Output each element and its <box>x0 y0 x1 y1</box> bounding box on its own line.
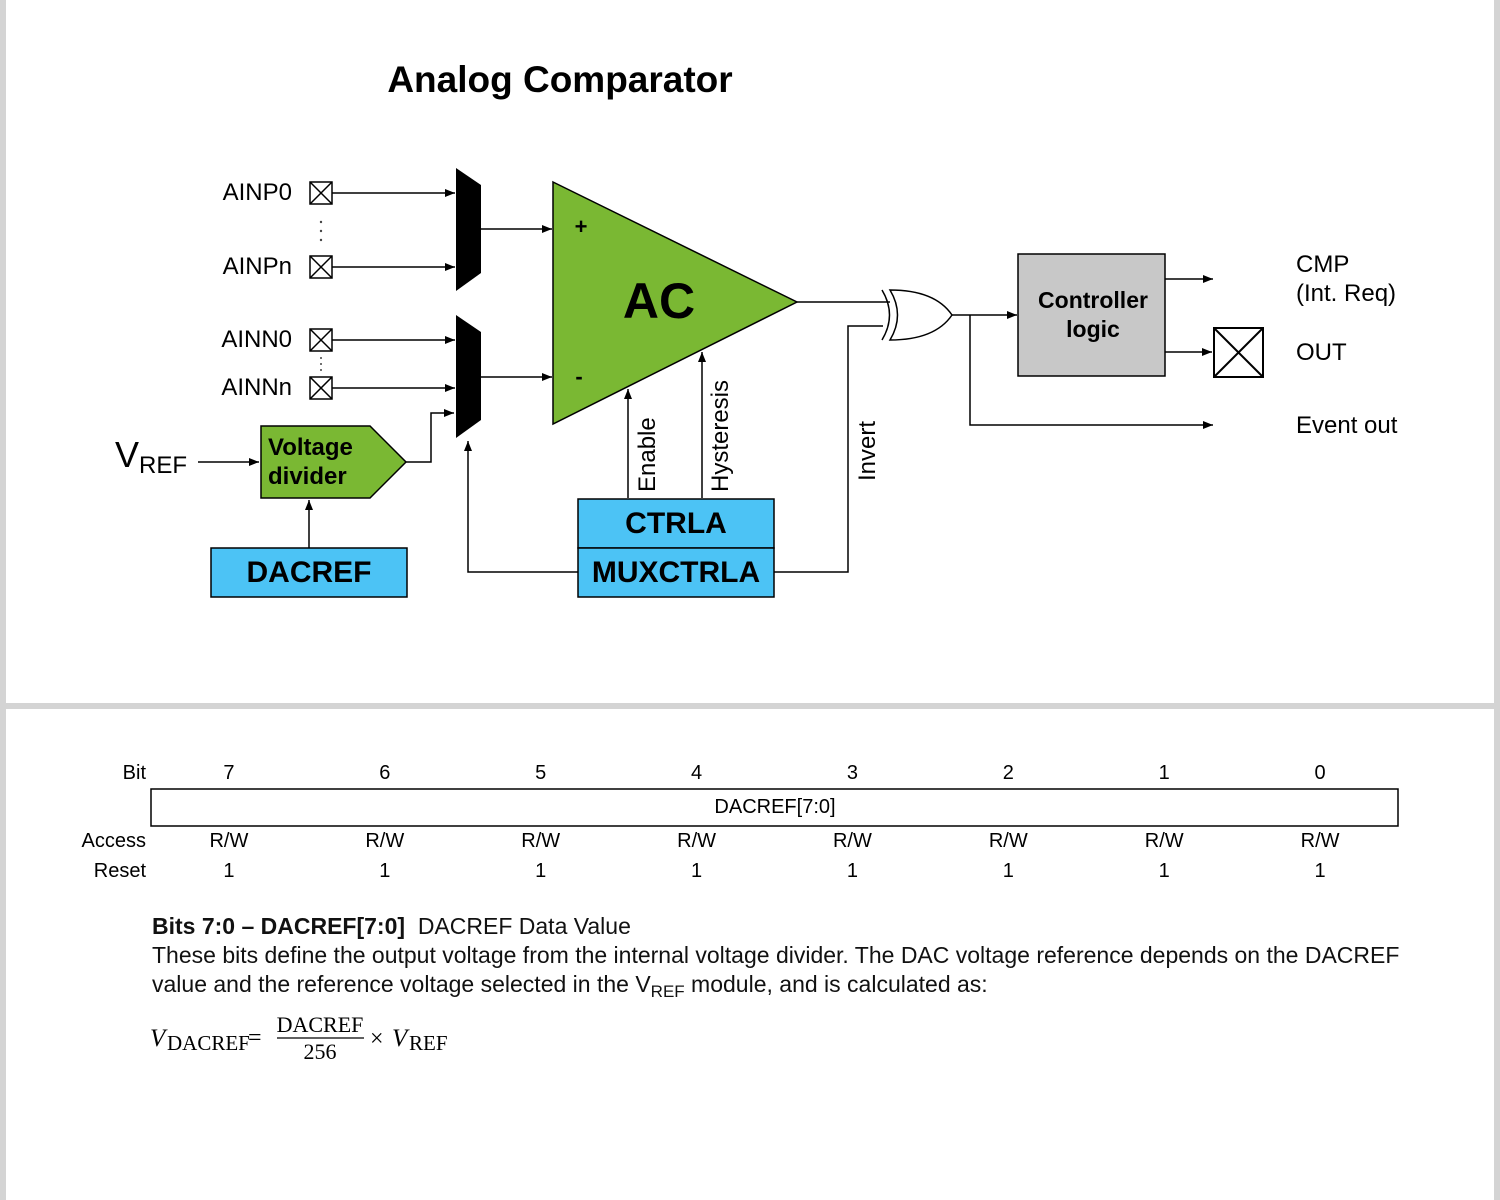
comparator-plus: + <box>575 214 588 239</box>
bit-number: 5 <box>535 762 546 784</box>
voltage-divider-label-2: divider <box>268 463 347 490</box>
event-out-label: Event out <box>1296 412 1398 439</box>
bit-number: 1 <box>1159 762 1170 784</box>
access-value: R/W <box>677 830 716 852</box>
access-value: R/W <box>1145 830 1184 852</box>
pin-label-ainn0: AINN0 <box>221 326 292 353</box>
ctrla-register-box <box>577 498 775 549</box>
pin-icon-ainp0 <box>309 181 333 205</box>
enable-signal-label: Enable <box>634 417 661 492</box>
muxctrla-register-box <box>577 547 775 598</box>
reset-value: 1 <box>1159 860 1170 882</box>
cmp-output-label: CMP <box>1296 251 1349 278</box>
ctrla-register-label: CTRLA <box>625 507 727 540</box>
formula-equals: = <box>248 1025 262 1051</box>
register-field-box <box>150 788 1399 827</box>
controller-logic-block <box>1017 253 1166 377</box>
bit-number: 6 <box>379 762 390 784</box>
reset-value: 1 <box>1315 860 1326 882</box>
negative-mux <box>456 315 481 438</box>
comparator-minus: - <box>575 364 582 389</box>
voltage-divider-label-1: Voltage <box>268 434 353 461</box>
pin-label-ainp0: AINP0 <box>223 179 292 206</box>
formula-rhs-sub: REF <box>409 1031 448 1055</box>
register-table: Bit Access Reset 7 6 5 4 3 2 1 0 DACREF[7:0] R/… <box>82 762 1399 882</box>
hysteresis-signal-label: Hysteresis <box>707 380 734 492</box>
row-label-bit: Bit <box>123 762 147 784</box>
comparator-triangle <box>552 180 799 426</box>
dacref-register-box <box>210 547 408 598</box>
comparator-label: AC <box>623 273 695 329</box>
bit-number: 0 <box>1315 762 1326 784</box>
formula-rhs-v: V <box>392 1025 410 1052</box>
formula-times: × <box>370 1026 384 1052</box>
pin-icon-ainnn <box>309 376 333 400</box>
row-label-access: Access <box>82 830 146 852</box>
bit-number: 4 <box>691 762 702 784</box>
ellipsis-dots <box>319 220 323 371</box>
access-value: R/W <box>365 830 404 852</box>
cmp-int-req-label: (Int. Req) <box>1296 280 1396 307</box>
block-diagram: Analog Comparator AINP0 AINPn AINN0 AINN… <box>115 59 1398 598</box>
pin-label-ainnn: AINNn <box>221 374 292 401</box>
out-output-label: OUT <box>1296 339 1347 366</box>
formula-lhs-v: V <box>150 1025 168 1052</box>
positive-mux <box>456 168 481 291</box>
pin-label-ainpn: AINPn <box>223 253 292 280</box>
access-value: R/W <box>521 830 560 852</box>
xor-gate <box>881 289 953 341</box>
vref-label: VREF <box>115 434 187 479</box>
formula-lhs-sub: DACREF <box>167 1031 250 1055</box>
reset-value: 1 <box>223 860 234 882</box>
voltage-divider-block <box>260 425 408 499</box>
out-pin-icon <box>1213 327 1264 378</box>
formula-denominator: 256 <box>304 1039 337 1064</box>
row-label-reset: Reset <box>94 860 147 882</box>
formula-numerator: DACREF <box>277 1012 364 1037</box>
dacref-formula: V DACREF = DACREF 256 × V REF <box>150 1012 448 1064</box>
access-value: R/W <box>209 830 248 852</box>
reset-value: 1 <box>691 860 702 882</box>
dacref-register-label: DACREF <box>247 556 372 589</box>
diagram-title: Analog Comparator <box>387 59 732 100</box>
bit-description: Bits 7:0 – DACREF[7:0] DACREF Data Value… <box>152 912 1412 1001</box>
bit-description-heading-suffix: DACREF Data Value <box>417 913 631 939</box>
pin-icon-ainn0 <box>309 328 333 352</box>
invert-signal-label: Invert <box>854 421 881 481</box>
reset-value: 1 <box>1003 860 1014 882</box>
access-value: R/W <box>989 830 1028 852</box>
muxctrla-register-label: MUXCTRLA <box>592 556 760 589</box>
access-value: R/W <box>1301 830 1340 852</box>
bit-number: 3 <box>847 762 858 784</box>
pin-wires <box>332 189 455 392</box>
bit-description-text: These bits define the output voltage fro… <box>152 942 1400 1001</box>
controller-logic-label-1: Controller <box>1038 287 1148 313</box>
register-field-name: DACREF[7:0] <box>714 796 835 818</box>
reset-value: 1 <box>379 860 390 882</box>
reset-value: 1 <box>847 860 858 882</box>
bit-number: 2 <box>1003 762 1014 784</box>
access-value: R/W <box>833 830 872 852</box>
bit-number: 7 <box>223 762 234 784</box>
pin-icon-ainpn <box>309 255 333 279</box>
bit-description-heading: Bits 7:0 – DACREF[7:0] <box>152 913 406 939</box>
controller-logic-label-2: logic <box>1066 316 1120 342</box>
reset-value: 1 <box>535 860 546 882</box>
